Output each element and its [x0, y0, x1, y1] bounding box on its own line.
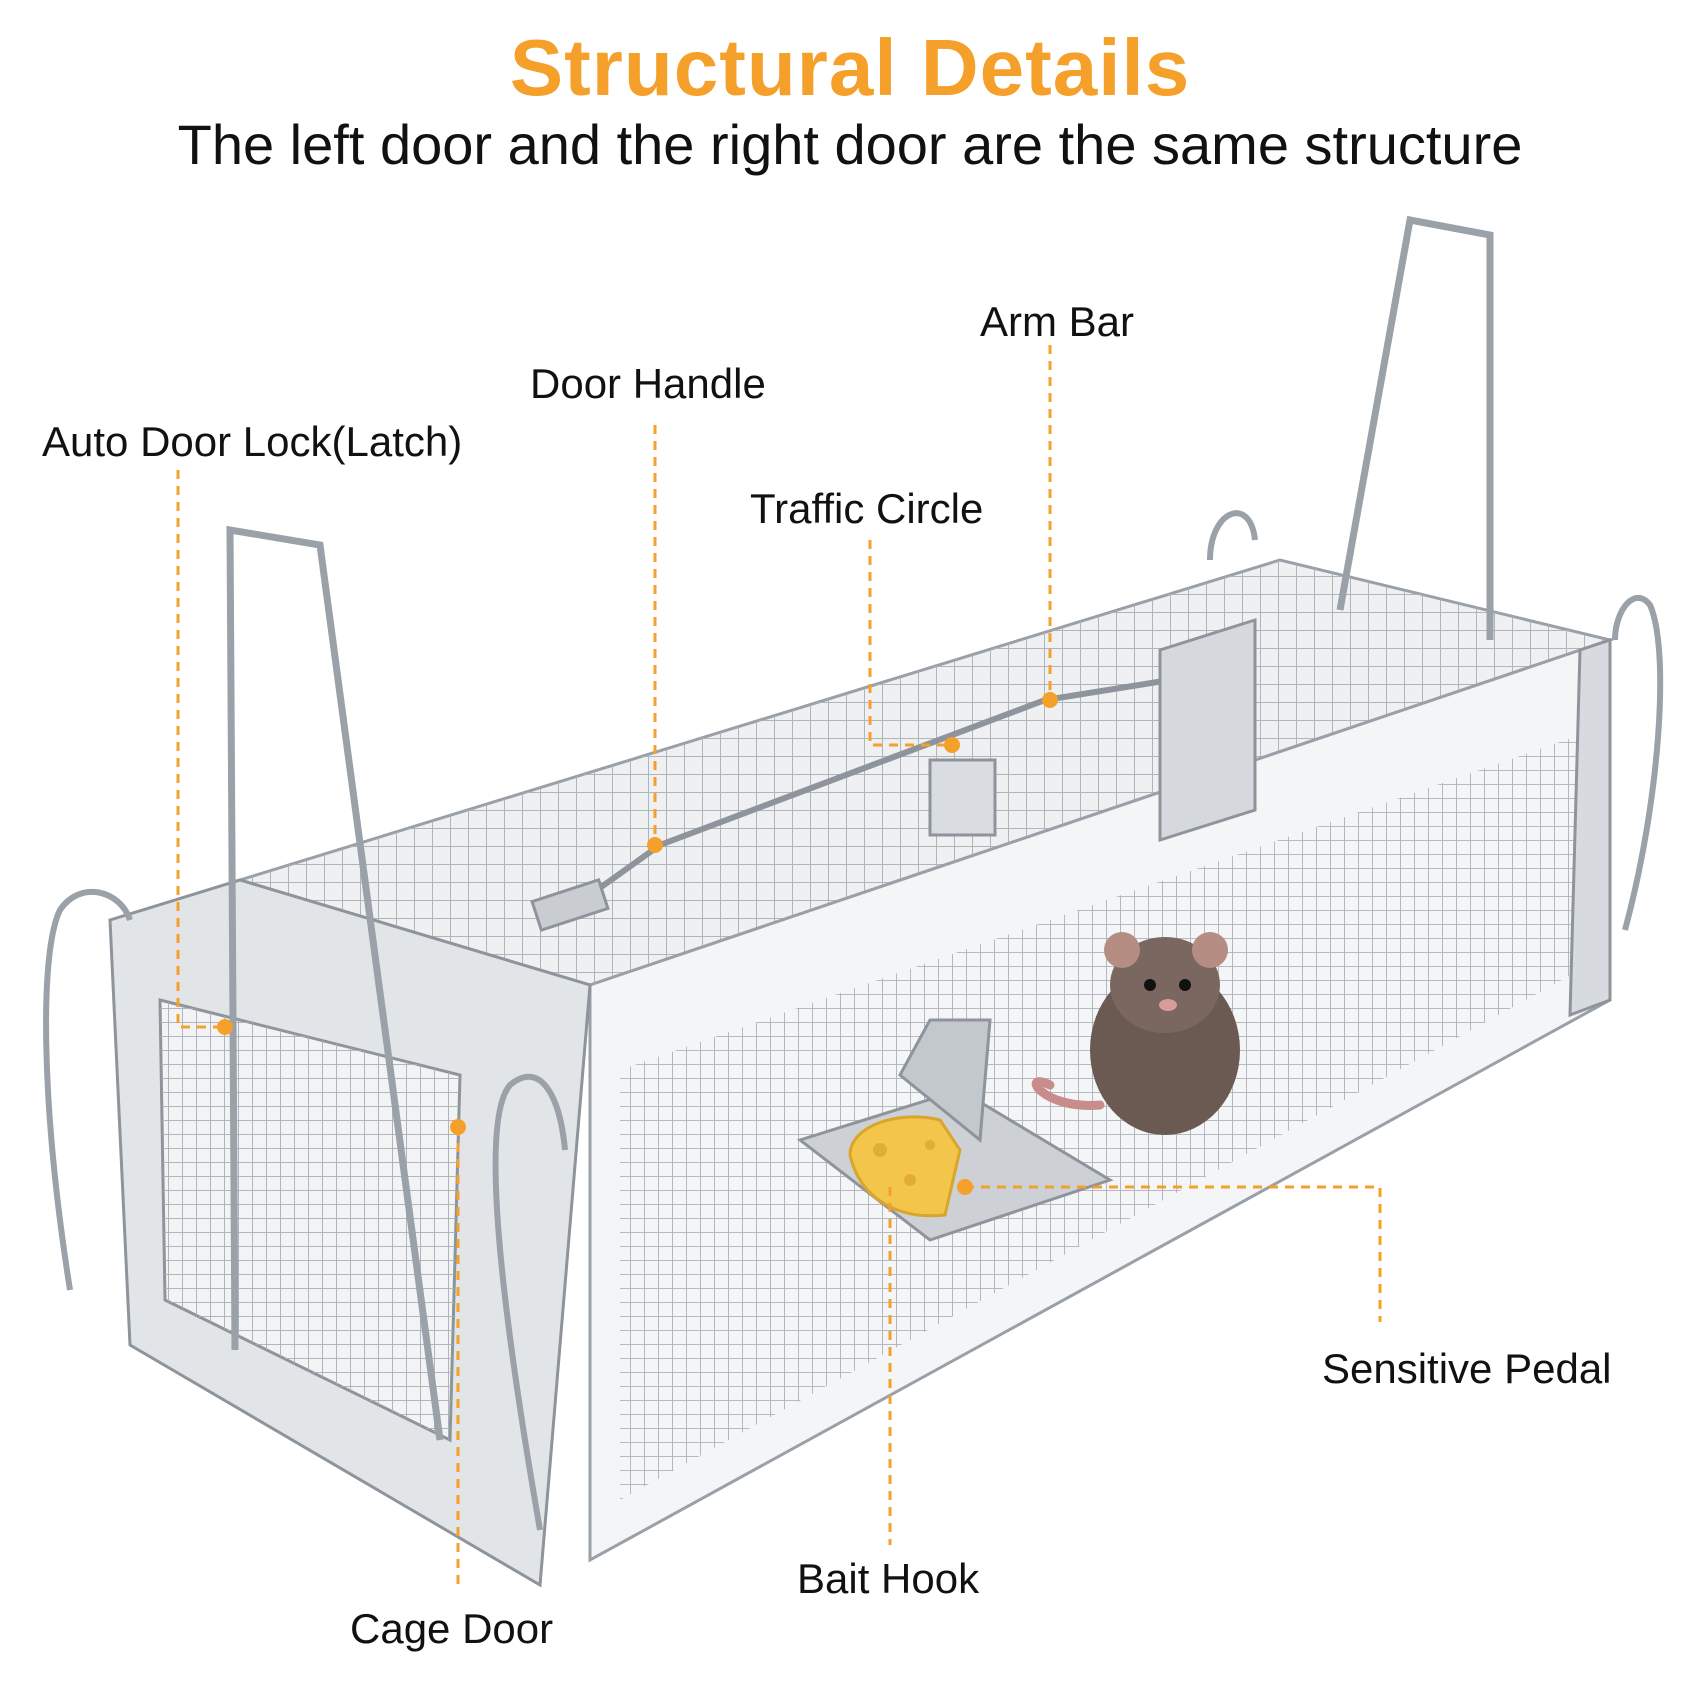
callout-arm-bar: Arm Bar — [980, 298, 1135, 345]
right-door-frame — [1568, 637, 1612, 1018]
callout-bait-hook: Bait Hook — [797, 1555, 980, 1602]
callout-door-handle: Door Handle — [530, 360, 766, 407]
leader-sensitive-pedal — [965, 1185, 1382, 1322]
right-door-wire-handle — [1336, 215, 1494, 640]
traffic-circle-plate — [928, 758, 997, 837]
inner-door-panel — [1158, 617, 1257, 843]
door-handle-plate — [530, 878, 610, 932]
left-front-loop — [492, 1073, 568, 1531]
page-title: Structural Details — [509, 23, 1191, 112]
left-side-loop — [43, 889, 133, 1291]
callout-dots — [217, 692, 1058, 1195]
bait-hook-arm — [898, 1018, 992, 1143]
callout-cage-door: Cage Door — [350, 1605, 554, 1652]
arm-bar — [553, 677, 1171, 923]
leader-traffic-circle — [868, 540, 952, 747]
rat-illustration — [1031, 932, 1240, 1135]
callout-auto-door-lock: Auto Door Lock(Latch) — [42, 418, 463, 465]
callout-traffic-circle: Traffic Circle — [750, 485, 984, 532]
left-door-wire-handle — [226, 525, 444, 1441]
page-subtitle: The left door and the right door are the… — [177, 113, 1523, 176]
callout-lines — [176, 345, 1382, 1590]
callout-sensitive-pedal: Sensitive Pedal — [1322, 1345, 1612, 1392]
right-side-loop — [1612, 595, 1664, 931]
right-top-loop — [1207, 510, 1258, 561]
